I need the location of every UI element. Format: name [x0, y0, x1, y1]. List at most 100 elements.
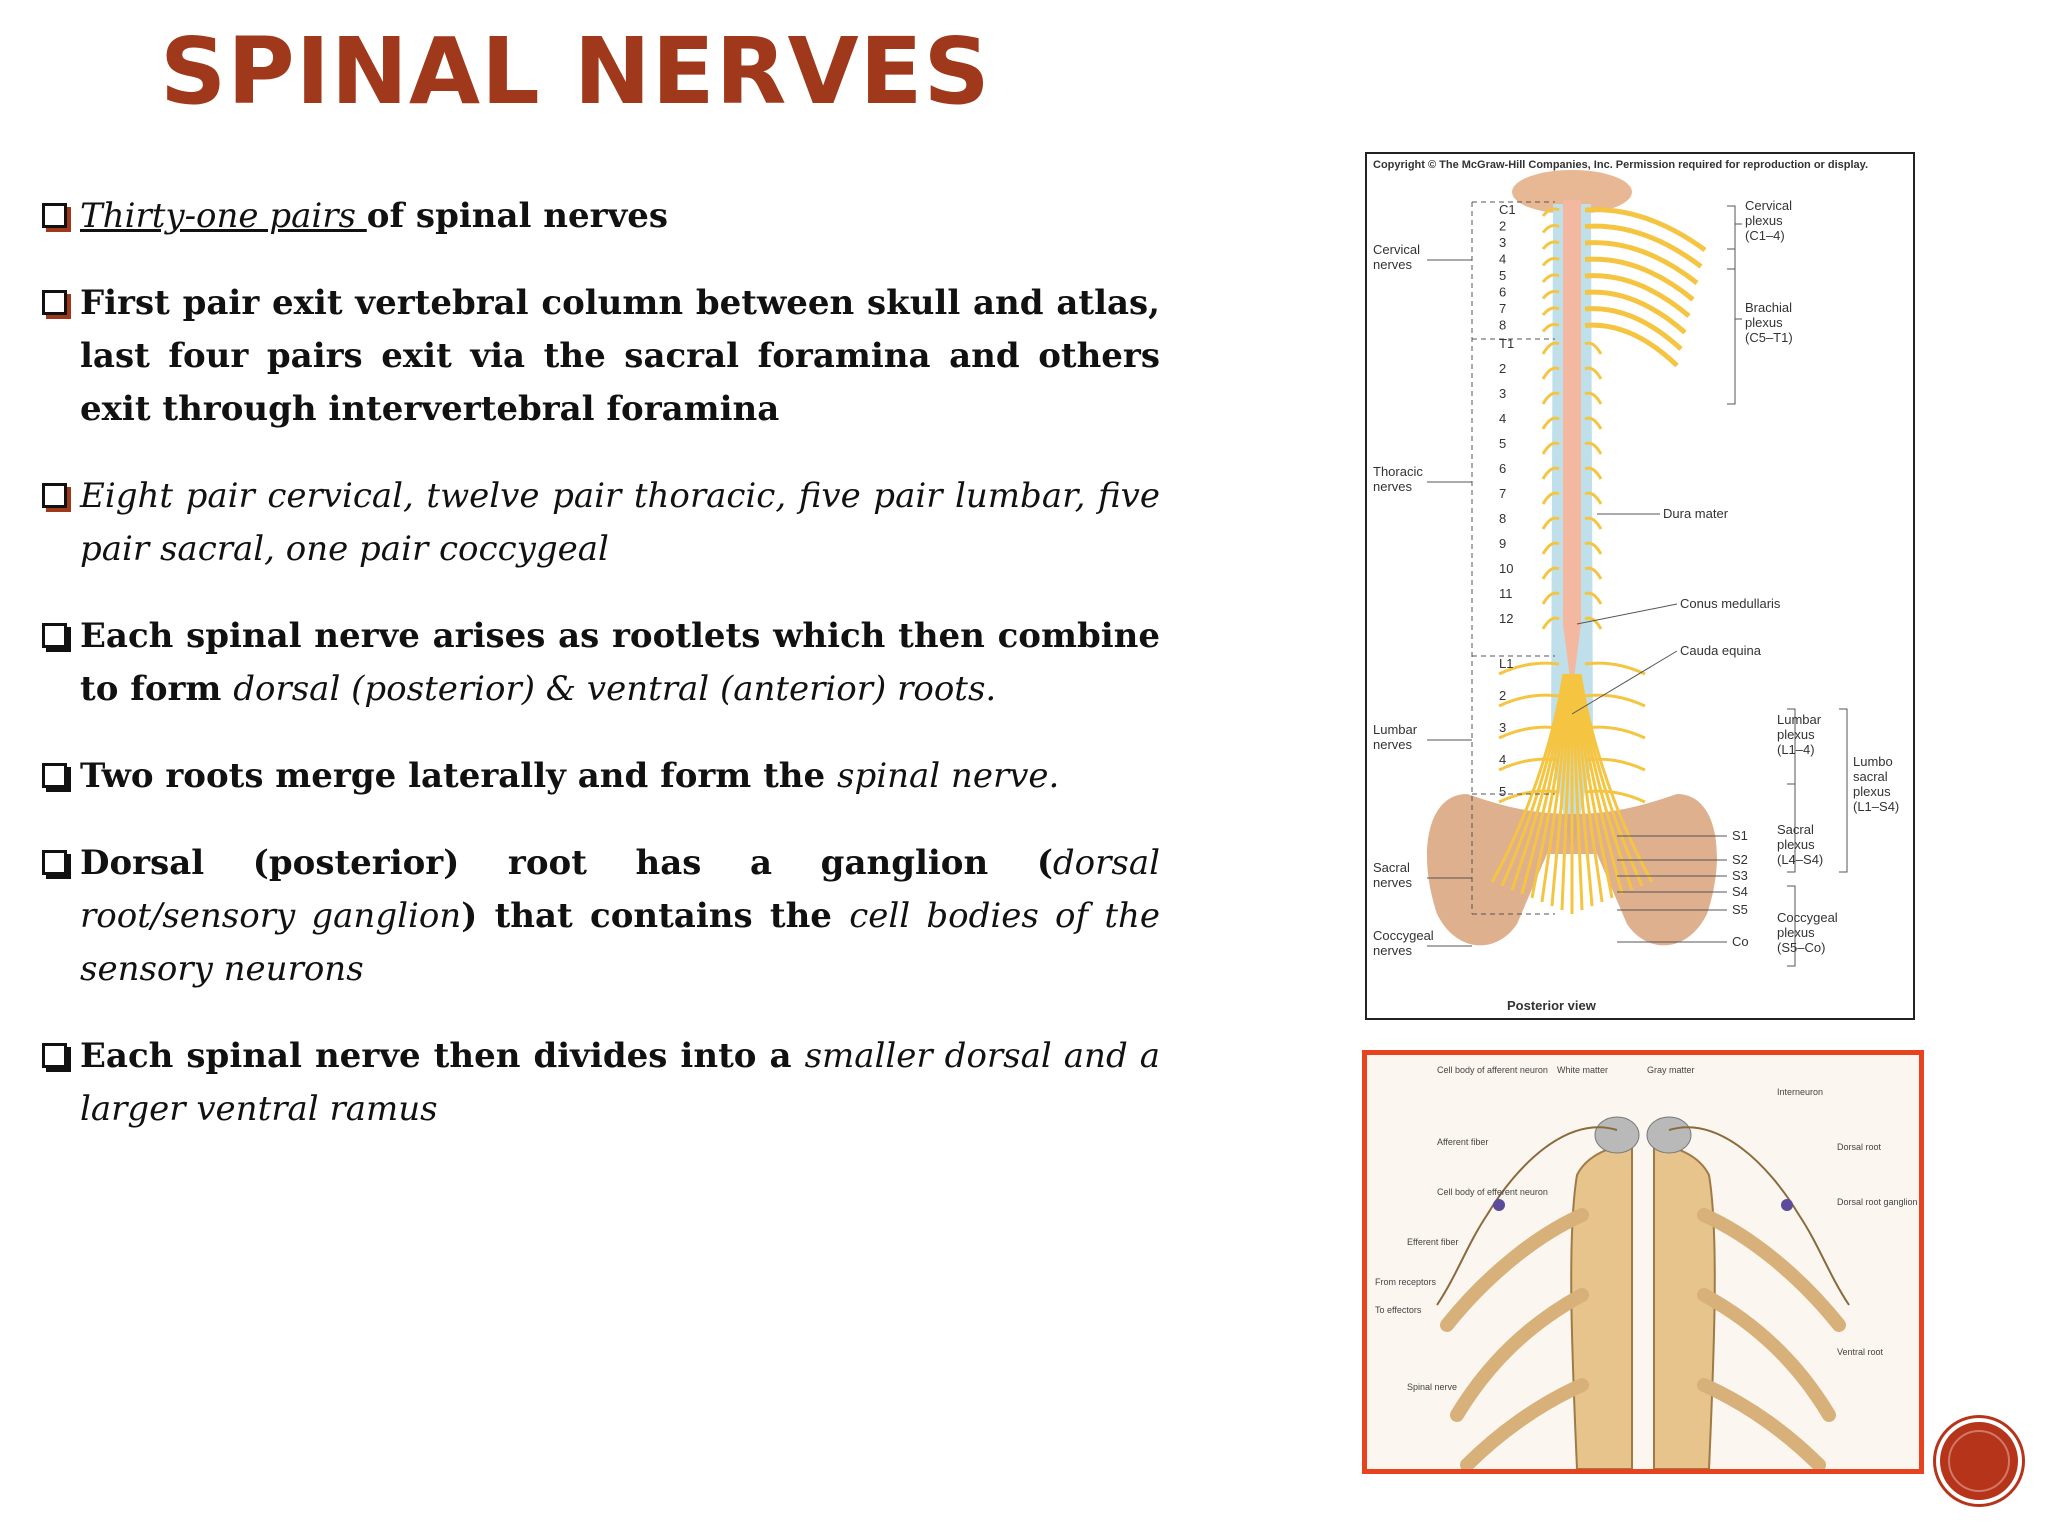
nerve-root: [1584, 566, 1603, 580]
checkbox-bullet-icon: [42, 763, 67, 788]
figure-label: S3: [1732, 868, 1748, 883]
figure-label: plexus: [1853, 784, 1891, 799]
figure-label: From receptors: [1375, 1277, 1437, 1287]
nerve-root: [1584, 289, 1687, 335]
nerve-root: [1541, 516, 1560, 530]
cauda-equina-lines: [1490, 673, 1654, 914]
next-slide-button[interactable]: [1936, 1418, 2022, 1504]
spinal-nerve-branches: [1440, 1208, 1846, 1469]
nerve-root: [1584, 541, 1603, 555]
nerve-root: [1541, 566, 1560, 580]
bullet-text: smaller dorsal and a larger ventral ramu…: [80, 1036, 1160, 1129]
figure-label: nerves: [1373, 943, 1413, 958]
spinal-cord-posterior-figure: Copyright © The McGraw-Hill Companies, I…: [1365, 152, 1915, 1020]
figure-label: (L4–S4): [1777, 852, 1823, 867]
cauda-equina-fiber: [1510, 673, 1568, 891]
nerve-root: [1541, 616, 1560, 630]
bullet-text: First pair exit vertebral column between…: [80, 283, 1160, 429]
cross-section-illustration: Cell body of afferent neuron White matter…: [1367, 1055, 1919, 1469]
figure-label: Lumbar: [1777, 712, 1822, 727]
cauda-equina-fiber: [1520, 673, 1569, 895]
figure-label: 8: [1499, 511, 1506, 526]
slide-title: SPINAL NERVES: [160, 18, 991, 125]
figure-label: 8: [1499, 318, 1506, 333]
figure-label: L1: [1499, 656, 1513, 671]
figure-label: 7: [1499, 301, 1506, 316]
figure-label: 6: [1499, 285, 1506, 300]
nerve-root: [1584, 466, 1603, 480]
cross-section-labels: Cell body of afferent neuron White matter…: [1375, 1065, 1918, 1392]
figure-label: plexus: [1745, 315, 1783, 330]
figure-label: 4: [1499, 411, 1506, 426]
bullet-item: Eight pair cervical, twelve pair thoraci…: [40, 470, 1160, 576]
nerve-root: [1584, 306, 1683, 351]
cauda-equina-fiber: [1575, 673, 1624, 895]
figure-label: 3: [1499, 235, 1506, 250]
figure-label: T1: [1499, 336, 1514, 351]
nerve-root: [1584, 441, 1603, 455]
bullet-text: of spinal nerves: [366, 196, 669, 236]
figure-label: Thoracic: [1373, 464, 1423, 479]
figure-label: Sacral: [1373, 860, 1410, 875]
figure-label: (L1–4): [1777, 742, 1815, 757]
figure-label: 4: [1499, 752, 1506, 767]
figure-label: Co: [1732, 934, 1749, 949]
figure-label: White matter: [1557, 1065, 1608, 1075]
nerve-root: [1584, 240, 1699, 285]
checkbox-bullet-icon: [42, 203, 67, 228]
checkbox-bullet-icon: [42, 850, 67, 875]
figure-label: 5: [1499, 268, 1506, 283]
cauda-equina-fiber: [1571, 673, 1584, 911]
nerve-root: [1584, 616, 1603, 630]
figure-label: 3: [1499, 720, 1506, 735]
nerve-root: [1498, 693, 1560, 708]
nerve-root: [1541, 289, 1560, 300]
nerve-root: [1584, 256, 1695, 302]
figure-caption: Posterior view: [1507, 998, 1597, 1013]
figure-label: Dorsal root: [1837, 1142, 1882, 1152]
bullet-text: ) that contains the: [461, 896, 850, 936]
nerve-root: [1498, 661, 1560, 676]
figure-label: plexus: [1745, 213, 1783, 228]
figure-label: C1: [1499, 202, 1516, 217]
bullet-item: First pair exit vertebral column between…: [40, 277, 1160, 436]
figure-label: Lumbo: [1853, 754, 1893, 769]
figure-label: Spinal nerve: [1407, 1382, 1457, 1392]
figure-label: 11: [1499, 586, 1513, 601]
figure-label: Dura mater: [1663, 506, 1729, 521]
figure-label: To effectors: [1375, 1305, 1422, 1315]
bullet-text: Thirty-one pairs: [80, 196, 367, 236]
gray-matter-left: [1594, 1116, 1640, 1154]
bullet-text: Each spinal nerve then divides into a: [80, 1036, 805, 1076]
pelvis: [1427, 794, 1717, 946]
cauda-equina-fiber: [1500, 673, 1567, 887]
figure-label: (L1–S4): [1853, 799, 1899, 814]
nerve-root: [1584, 366, 1603, 380]
nerve-root: [1541, 466, 1560, 480]
figure-label: Cervical: [1373, 242, 1420, 257]
nerve-root: [1541, 366, 1560, 380]
posterior-view-illustration: Copyright © The McGraw-Hill Companies, I…: [1373, 159, 1899, 1013]
nerve-root: [1541, 491, 1560, 505]
nerve-root: [1541, 273, 1560, 283]
nerve-root: [1541, 591, 1560, 605]
figure-label: Efferent fiber: [1407, 1237, 1458, 1247]
figure-label: 4: [1499, 252, 1506, 267]
spinal-cord: [1563, 200, 1581, 694]
right-labels: Cervicalplexus(C1–4)Brachialplexus(C5–T1…: [1663, 198, 1899, 955]
figure-label: S2: [1732, 852, 1748, 867]
bullet-text: dorsal root/sensory ganglion: [80, 843, 1160, 936]
nerve-root: [1541, 306, 1560, 316]
figure-label: 5: [1499, 436, 1506, 451]
figure-label: nerves: [1373, 737, 1413, 752]
figure-label: 2: [1499, 361, 1506, 376]
nerve-root: [1541, 441, 1560, 455]
figure-label: Cell body of afferent neuron: [1437, 1065, 1548, 1075]
nerve-root: [1541, 341, 1560, 355]
nerve-root: [1584, 416, 1603, 430]
figure-label: 2: [1499, 219, 1506, 234]
nerve-root: [1584, 491, 1603, 505]
